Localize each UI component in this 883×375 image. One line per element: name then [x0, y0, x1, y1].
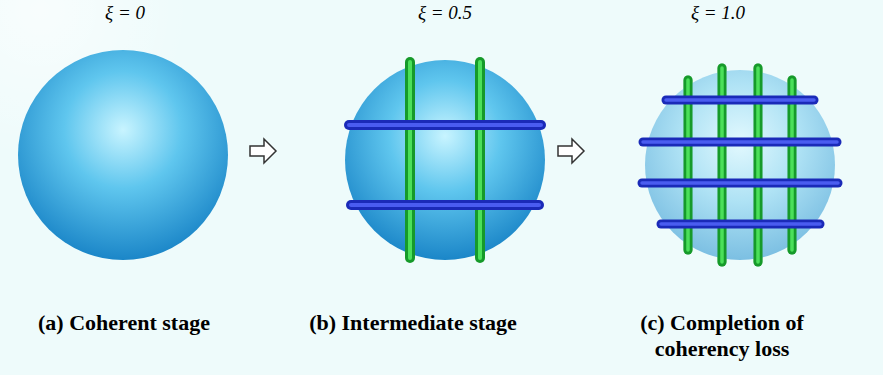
parameter-value: ξ = 0.5	[418, 2, 472, 24]
stage-caption: (a) Coherent stage	[4, 310, 244, 336]
stage-arrow	[250, 139, 276, 163]
coherent-sphere	[18, 50, 228, 260]
parameter-value: ξ = 0	[105, 2, 145, 24]
dislocation-loops	[349, 62, 541, 258]
dislocation-network	[642, 68, 838, 262]
stage-caption: (c) Completion of coherency loss	[603, 310, 841, 363]
stage-caption: (b) Intermediate stage	[283, 310, 543, 336]
stage-arrow	[558, 139, 584, 163]
intermediate-sphere	[345, 60, 545, 260]
incoherent-sphere	[645, 70, 835, 260]
parameter-value: ξ = 1.0	[691, 2, 745, 24]
